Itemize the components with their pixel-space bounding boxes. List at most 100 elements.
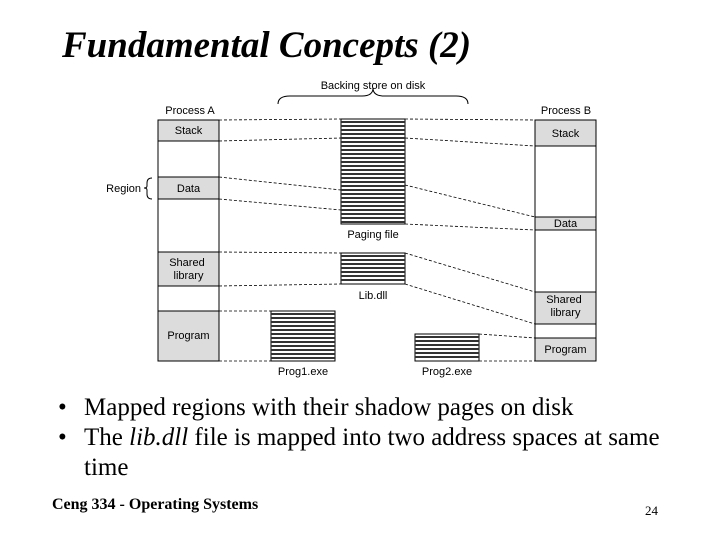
process-a-program-label: Program: [167, 330, 209, 342]
paging-file-stripe: [341, 153, 405, 155]
lib-dll-file-stripe: [341, 279, 405, 281]
prog1-file-stripe: [271, 325, 335, 327]
slide-title: Fundamental Concepts (2): [62, 25, 472, 66]
paging-file-stripe: [341, 181, 405, 183]
prog1-file-stripe: [271, 357, 335, 359]
lib-dll-file-stripe: [341, 267, 405, 269]
mapping-line: [218, 118, 342, 121]
mapping-line: [218, 137, 342, 142]
lib-dll-file-stripe: [341, 275, 405, 277]
bullet-italic-text: lib.dll: [129, 424, 189, 451]
paging-file-stripe: [341, 173, 405, 175]
bullet-text: The: [84, 424, 130, 451]
paging-file-stripe: [341, 129, 405, 131]
bullet-item: The lib.dll file is mapped into two addr…: [58, 423, 698, 483]
paging-file-stripe: [341, 209, 405, 211]
process-b-data-label: Data: [554, 218, 578, 230]
prog1-file-stripe: [271, 345, 335, 347]
process-b-shared-library-label-line2: library: [551, 307, 581, 319]
paging-file-stripe: [341, 157, 405, 159]
region-brace: [143, 177, 153, 200]
paging-file: [340, 118, 406, 225]
paging-file-stripe: [341, 177, 405, 179]
memory-mapping-diagram: Backing store on disk Process A Stack Da…: [106, 80, 597, 378]
mapping-line: [404, 283, 536, 325]
prog1-file-stripe: [271, 349, 335, 351]
paging-file-stripe: [341, 185, 405, 187]
mapping-line: [404, 223, 536, 231]
bullet-list: Mapped regions with their shadow pages o…: [58, 393, 698, 483]
process-b-shared-library-label: Shared library: [546, 294, 585, 319]
prog2-file-stripe: [415, 336, 479, 338]
mapping-line: [404, 252, 536, 293]
paging-file-stripe: [341, 189, 405, 191]
prog1-file-body: [270, 310, 336, 362]
mapping-line: [404, 137, 536, 147]
paging-file-stripe: [341, 149, 405, 151]
prog1-file: [270, 310, 336, 362]
process-a-data: [157, 176, 220, 200]
process-b-shared-library-label-text: Shared: [546, 294, 581, 306]
process-a-shared-library-label-line2: library: [174, 270, 204, 282]
mapping-line: [218, 176, 342, 191]
process-b-stack: [534, 119, 597, 147]
paging-file-label: Paging file: [347, 229, 398, 241]
paging-file-stripe: [341, 125, 405, 127]
footer-course-name: Ceng 334 - Operating Systems: [52, 496, 259, 513]
lib-dll-file: [340, 252, 406, 285]
process-b-stack-label: Stack: [552, 128, 580, 140]
process-a-data-label: Data: [177, 183, 201, 195]
paging-file-stripe: [341, 169, 405, 171]
disk-files: [270, 118, 480, 362]
mapping-line: [218, 283, 342, 287]
paging-file-stripe: [341, 205, 405, 207]
prog1-file-stripe: [271, 341, 335, 343]
paging-file-stripe: [341, 213, 405, 215]
prog1-file-stripe: [271, 321, 335, 323]
process-a-shared-library-label: Shared library: [169, 257, 208, 282]
bullet-item: Mapped regions with their shadow pages o…: [58, 393, 698, 423]
process-a-stack-label: Stack: [175, 125, 203, 137]
process-a-title: Process A: [165, 105, 215, 117]
prog1-file-stripe: [271, 353, 335, 355]
mapping-line: [404, 184, 536, 218]
mapping-lines: [218, 118, 536, 362]
paging-file-stripe: [341, 221, 405, 223]
paging-file-stripe: [341, 145, 405, 147]
prog2-file: [414, 333, 480, 362]
lib-dll-file-stripe: [341, 255, 405, 257]
prog2-file-stripe: [415, 348, 479, 350]
paging-file-stripe: [341, 197, 405, 199]
prog2-file-stripe: [415, 344, 479, 346]
prog2-file-stripe: [415, 352, 479, 354]
lib-dll-file-stripe: [341, 263, 405, 265]
process-b-data: [534, 216, 597, 231]
process-a-shared-library: [157, 251, 220, 287]
mapping-line: [218, 251, 342, 254]
prog1-file-stripe: [271, 337, 335, 339]
paging-file-stripe: [341, 137, 405, 139]
process-a-shared-library-label-text: Shared: [169, 257, 204, 269]
lib-dll-file-stripe: [341, 271, 405, 273]
paging-file-stripe: [341, 133, 405, 135]
process-b-title: Process B: [541, 105, 591, 117]
paging-file-stripe: [341, 121, 405, 123]
prog2-file-stripe: [415, 340, 479, 342]
backing-store-brace: [277, 87, 469, 105]
lib-dll-file-stripe: [341, 259, 405, 261]
process-b-box: [534, 119, 597, 362]
prog1-file-stripe: [271, 329, 335, 331]
lib-dll-label: Lib.dll: [359, 290, 388, 302]
prog1-label: Prog1.exe: [278, 366, 328, 378]
paging-file-stripe: [341, 217, 405, 219]
backing-store-label: Backing store on disk: [321, 80, 426, 92]
paging-file-stripe: [341, 161, 405, 163]
process-b-program-label: Program: [544, 344, 586, 356]
bullet-text: Mapped regions with their shadow pages o…: [84, 394, 574, 421]
prog2-file-stripe: [415, 356, 479, 358]
mapping-line: [478, 333, 536, 339]
region-label: Region: [106, 183, 141, 195]
prog2-label: Prog2.exe: [422, 366, 472, 378]
prog1-file-stripe: [271, 333, 335, 335]
process-b-program: [534, 337, 597, 362]
